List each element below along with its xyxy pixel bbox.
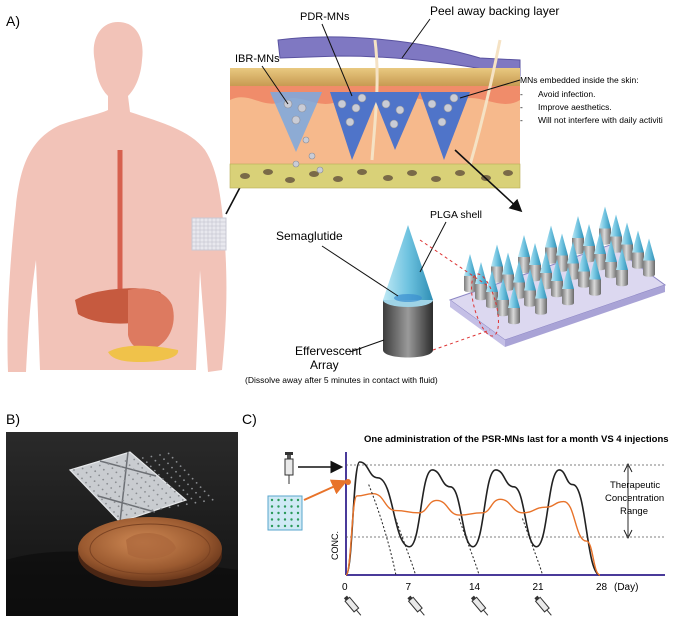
pdr-mns-label: PDR-MNs — [300, 11, 350, 23]
array-needle — [632, 230, 644, 269]
panel-a-label: A) — [6, 13, 20, 29]
decay-dashed — [395, 518, 416, 576]
array-needle — [562, 267, 574, 306]
array-needle — [589, 257, 601, 296]
body-illustration — [7, 22, 227, 372]
array-needle — [497, 278, 509, 317]
array-needle — [578, 249, 590, 288]
patch-icon — [267, 495, 303, 531]
syringe-icon — [284, 452, 294, 484]
patch-photo — [6, 432, 238, 616]
decay-dashed — [458, 518, 480, 576]
array-needle — [643, 238, 655, 277]
array-label: Array — [310, 358, 339, 372]
syringe-icon — [407, 595, 425, 616]
array-needle — [551, 259, 563, 298]
range-label-1: Therapeutic — [610, 480, 660, 491]
x-tick-label: 14 — [469, 582, 481, 593]
array-needle — [616, 248, 628, 287]
series-line-1 — [345, 492, 601, 576]
x-tick-label: 21 — [533, 582, 545, 593]
plga-shell-label: PLGA shell — [430, 209, 482, 221]
panel-b-label: B) — [6, 411, 20, 427]
array-needle — [486, 270, 498, 309]
range-label-3: Range — [620, 506, 648, 517]
benefits-list: - Avoid infection. - Improve aesthetics.… — [520, 89, 663, 125]
x-tick-label: 7 — [406, 582, 412, 593]
skin-cross-section — [229, 39, 521, 189]
chart: CONC. 0 7 14 21 28 (Day) Therapeutic Concent… — [330, 452, 665, 616]
semaglutide-label: Semaglutide — [276, 229, 343, 243]
array-needle — [508, 286, 520, 325]
syringe-icon — [343, 595, 362, 616]
array-needle — [535, 276, 547, 315]
x-tick-label: 0 — [342, 582, 348, 593]
array-needle — [475, 262, 487, 301]
x-tick-label: 28 — [596, 582, 608, 593]
x-unit-label: (Day) — [614, 582, 638, 593]
zoom-line — [432, 329, 491, 351]
orange-start-dot — [345, 479, 351, 485]
backing-layer-label: Peel away backing layer — [430, 4, 559, 18]
decay-dashed — [368, 484, 397, 576]
ibr-mns-label: IBR-MNs — [235, 53, 280, 65]
benefit-item: Will not interfere with daily activiti — [538, 115, 663, 125]
panel-c-label: C) — [242, 411, 257, 427]
range-label-2: Concentration — [605, 493, 664, 504]
benefit-bullet: - — [520, 102, 523, 112]
array-needle — [464, 254, 476, 293]
benefit-item: Improve aesthetics. — [538, 102, 612, 112]
single-needle — [383, 225, 433, 358]
effervescent-label: Effervescent — [295, 344, 362, 358]
series-line-0 — [345, 461, 601, 576]
zoom-line — [419, 239, 489, 287]
benefit-bullet: - — [520, 89, 523, 99]
dissolve-note: (Dissolve away after 5 minutes in contac… — [245, 375, 438, 385]
y-axis-label: CONC. — [330, 531, 340, 560]
decay-dashed — [522, 518, 543, 576]
array-needle — [605, 240, 617, 279]
microneedle-array — [448, 206, 667, 347]
skin-to-array-arrow — [454, 149, 523, 213]
chart-title: One administration of the PSR-MNs last f… — [364, 434, 669, 445]
syringe-icon — [470, 595, 489, 616]
embedded-title: MNs embedded inside the skin: — [520, 75, 639, 85]
benefit-item: Avoid infection. — [538, 89, 596, 99]
benefit-bullet: - — [520, 115, 523, 125]
zoom-circle — [471, 273, 499, 337]
patch-arrow — [303, 479, 348, 501]
array-needle — [524, 268, 536, 307]
syringe-icon — [534, 595, 552, 616]
